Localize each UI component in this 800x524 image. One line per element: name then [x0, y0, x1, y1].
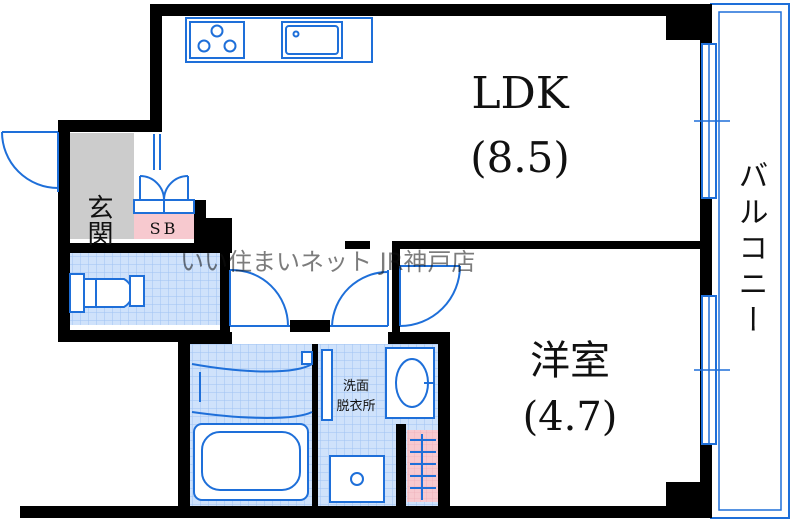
western-window: [694, 295, 730, 445]
shoe-box-fill: [134, 213, 194, 239]
washroom-label-line1: 洗面: [343, 379, 369, 394]
balcony-label: バルコニー: [733, 160, 768, 340]
ldk-label: LDK: [471, 68, 569, 119]
kitchen-counter: [185, 17, 373, 63]
washroom-door: [330, 270, 389, 327]
storage-shelves: [410, 434, 436, 500]
watermark-text: いい住まいネット JR神戸店: [180, 248, 475, 276]
western-room-size: (4.7): [523, 394, 618, 440]
entrance-door: [1, 131, 59, 192]
ldk-size: (8.5): [470, 133, 570, 182]
bathroom-fixtures: [191, 351, 313, 501]
ldk-window: [694, 43, 730, 199]
washroom-fixtures: [321, 347, 435, 503]
toilet-fixture: [69, 273, 145, 313]
western-room-label: 洋室: [530, 338, 610, 384]
shoe-box-label: SB: [150, 219, 179, 238]
balcony: [710, 3, 790, 519]
washroom-label-line2: 脱衣所: [336, 398, 375, 414]
western-room-door: [399, 265, 461, 327]
entrance-label: 玄関: [83, 194, 113, 246]
toilet-door: [229, 268, 290, 327]
entrance-floor: [70, 133, 134, 239]
shoe-box: [133, 175, 195, 214]
